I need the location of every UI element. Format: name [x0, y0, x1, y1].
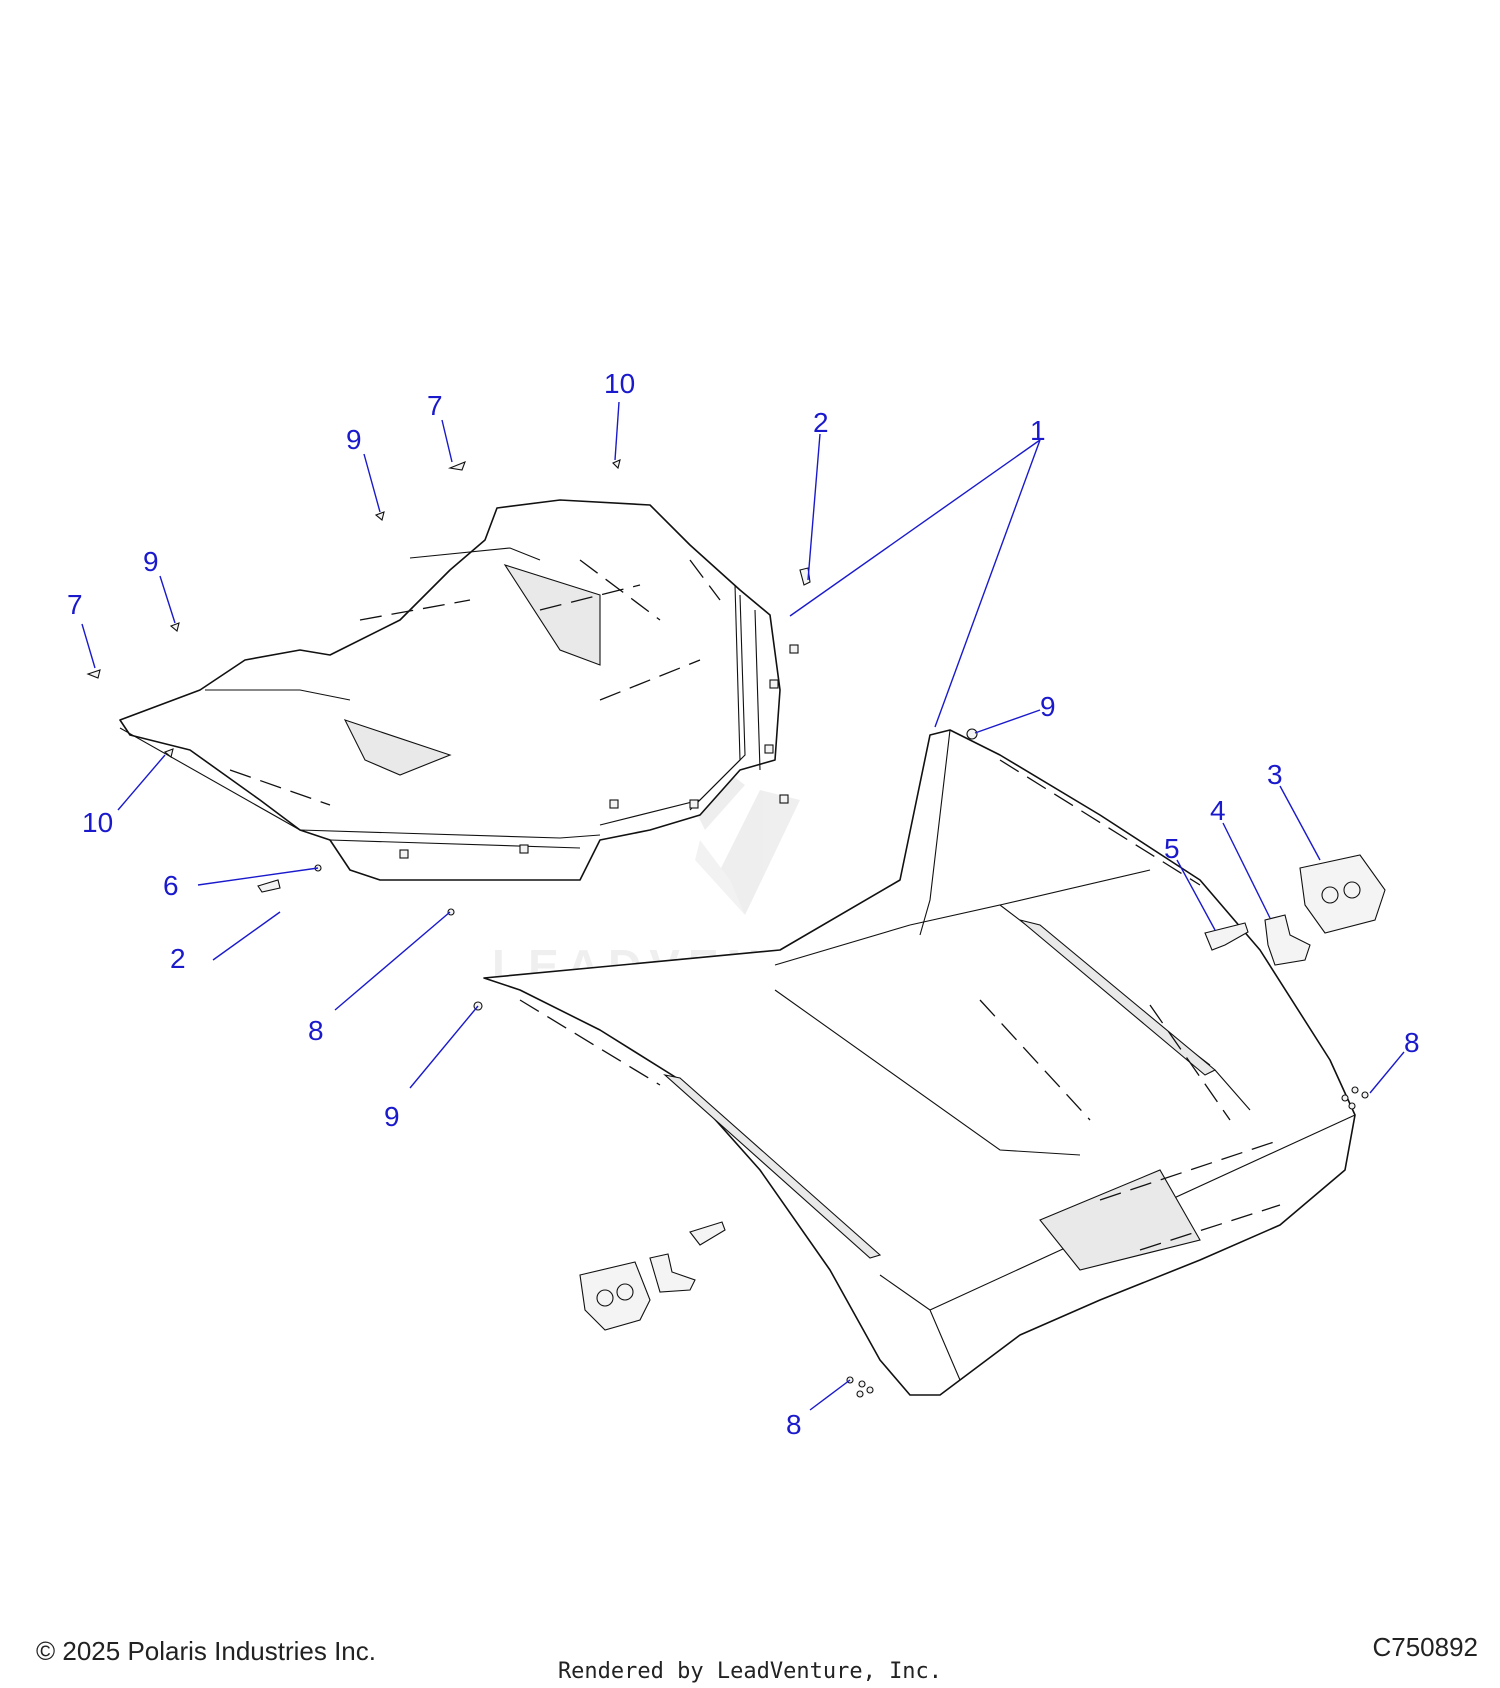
- tab-icon: [257, 879, 281, 893]
- watermark-logo-icon: [690, 770, 800, 915]
- bracket-icon: [689, 1221, 726, 1246]
- rivet-icon: [374, 511, 385, 521]
- hinge-icon: [1264, 914, 1311, 966]
- hardware-items: [86, 459, 1386, 1398]
- callout-9-top: 9: [346, 424, 362, 455]
- callout-7-left: 7: [67, 589, 83, 620]
- roof-top-part: [483, 729, 1356, 1396]
- callout-3: 3: [1267, 759, 1283, 790]
- callout-7-top: 7: [427, 390, 443, 421]
- callout-9-right: 9: [1040, 691, 1056, 722]
- hinge-icon: [649, 1253, 696, 1293]
- tab-icon: [799, 567, 811, 586]
- clip-icon: [447, 461, 466, 471]
- callout-2-lower: 2: [170, 943, 186, 974]
- rendered-by-credit: Rendered by LeadVenture, Inc.: [557, 1659, 943, 1684]
- drawing-number: C750892: [1372, 1632, 1478, 1662]
- clip-icon: [86, 669, 101, 679]
- callout-4: 4: [1210, 795, 1226, 826]
- rivet-icon: [169, 622, 180, 632]
- leader-lines: [81, 401, 1405, 1411]
- callout-9-left: 9: [143, 546, 159, 577]
- latch-assembly-icon: [1299, 854, 1386, 934]
- copyright-notice: © 2025 Polaris Industries Inc.: [36, 1636, 376, 1666]
- callout-10-left: 10: [82, 807, 113, 838]
- callout-8-bottom: 8: [786, 1409, 802, 1440]
- callout-2-upper: 2: [813, 407, 829, 438]
- callout-8-right: 8: [1404, 1027, 1420, 1058]
- callout-labels: 1 2 2 3 4 5 6 7 7 8 8 8 9 9 9 9 10 10: [67, 368, 1420, 1440]
- bracket-icon: [1204, 922, 1249, 951]
- callout-6: 6: [163, 870, 179, 901]
- latch-assembly-icon: [579, 1261, 651, 1331]
- callout-10-top: 10: [604, 368, 635, 399]
- rivet-icon: [163, 748, 174, 758]
- callout-5: 5: [1164, 833, 1180, 864]
- callout-1: 1: [1030, 415, 1046, 446]
- rivet-icon: [612, 459, 621, 470]
- roof-underside-part: [119, 499, 799, 881]
- callout-8-left: 8: [308, 1015, 324, 1046]
- callout-9-bottom: 9: [384, 1101, 400, 1132]
